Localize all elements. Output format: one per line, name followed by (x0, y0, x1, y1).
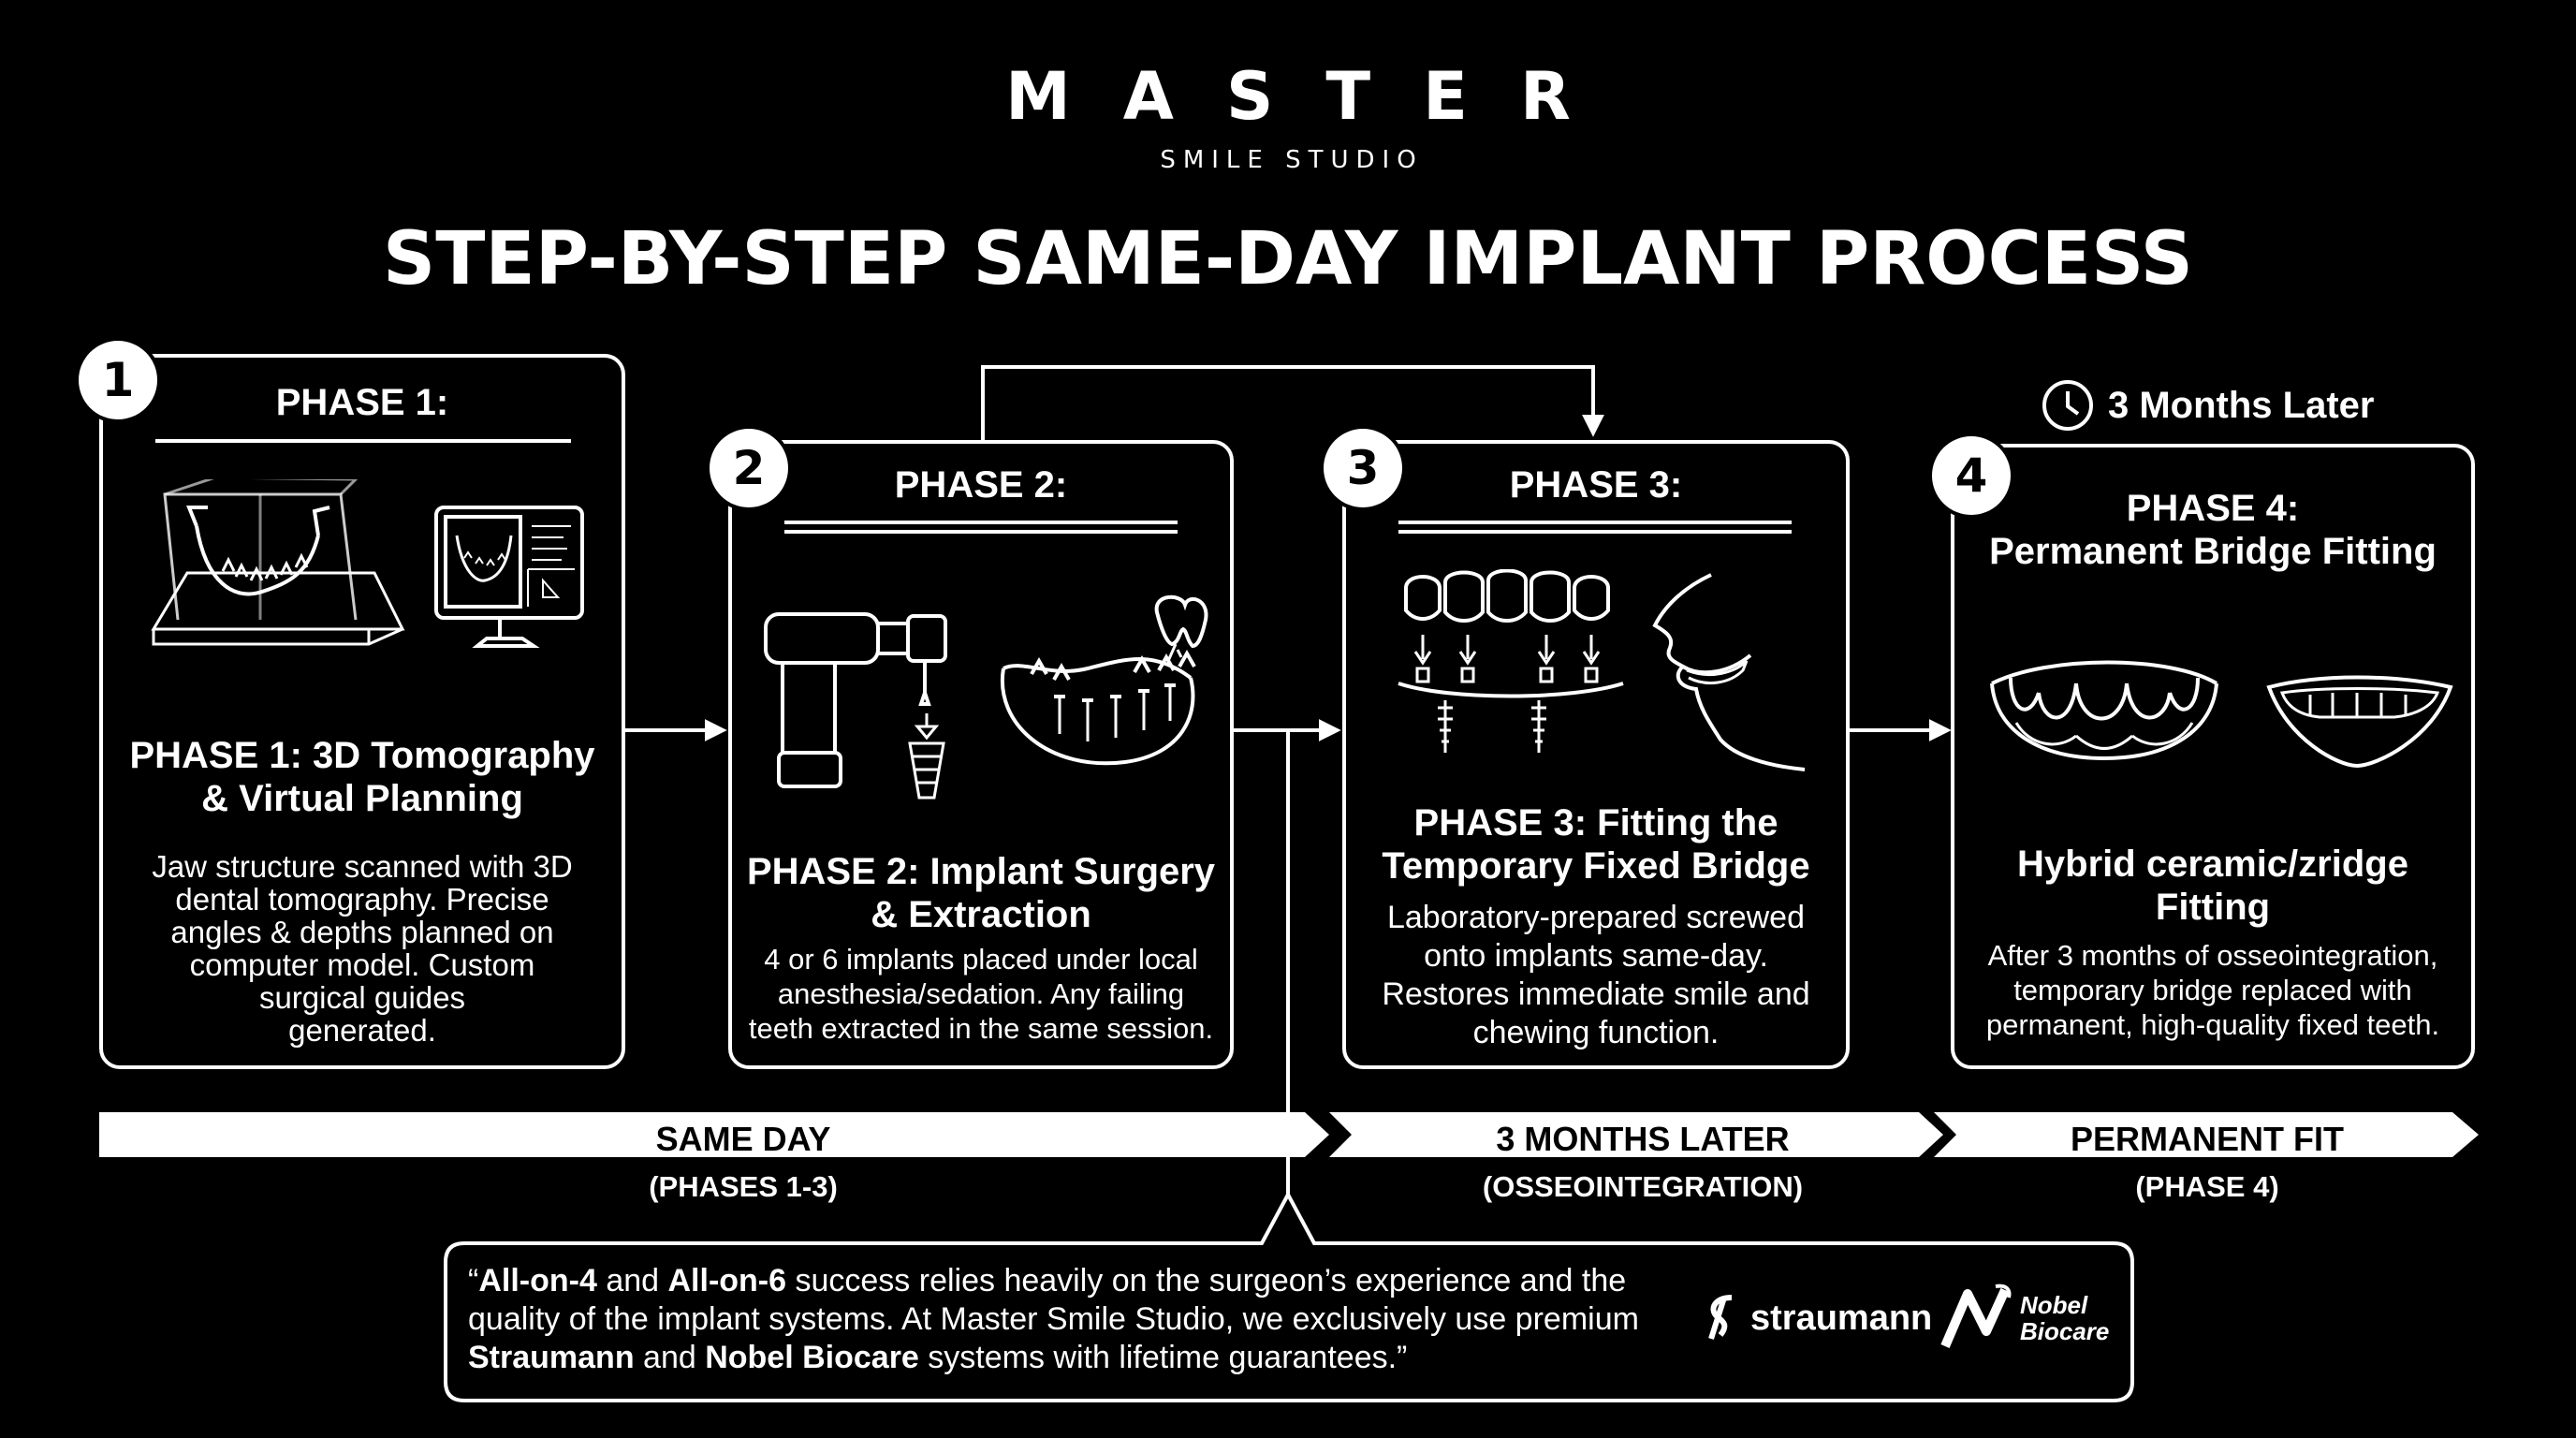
phase-4-card: PHASE 4: Permanent Bridge Fitting Hybrid… (1951, 444, 2475, 1069)
later-note: 3 Months Later (2041, 378, 2374, 433)
timeline-label-1: SAME DAY (655, 1120, 831, 1158)
straumann-mark-icon (1708, 1295, 1733, 1340)
timeline-sub-3: (PHASE 4) (2135, 1170, 2279, 1203)
phase-2-divider-2 (784, 530, 1178, 534)
quote-text: “All-on-4 and All-on-6 success relies he… (468, 1263, 1639, 1375)
phase-4-badge: 4 (1928, 433, 2014, 519)
brand-name: MASTER (1005, 58, 1623, 135)
page-title: STEP-BY-STEP SAME-DAY IMPLANT PROCESS (383, 217, 2193, 301)
bridge-icon (1398, 569, 1624, 753)
phase-3-description: Laboratory-prepared screwed onto implant… (1382, 900, 1810, 1050)
clock-icon (2042, 380, 2093, 431)
phase-1-card: PHASE 1: PHASE 1: 3D Tomography & (99, 354, 625, 1069)
phase-3-title: PHASE 3: Fitting the Temporary Fixed Bri… (1382, 802, 1810, 887)
arrow-2-3-bypass (981, 365, 1604, 440)
phase-2-label: PHASE 2: (894, 464, 1068, 506)
timeline-segment-1 (99, 1112, 1329, 1157)
phase-1-description: Jaw structure scanned with 3D dental tom… (152, 849, 573, 1048)
timeline-sub-1: (PHASES 1-3) (649, 1170, 838, 1203)
timeline-label-2: 3 MONTHS LATER (1496, 1120, 1790, 1158)
timeline-segment-3 (1934, 1112, 2479, 1157)
phase-2-description: 4 or 6 implants placed under local anest… (748, 943, 1214, 1045)
nobel-mark-icon (1940, 1284, 2012, 1348)
phase-2-title: PHASE 2: Implant Surgery & Extraction (746, 851, 1216, 935)
jaw-scan-icon (151, 479, 584, 648)
phase-2-card: PHASE 2: PHASE 2: Implant Surgery & Extr… (728, 440, 1234, 1069)
face-profile-icon (1652, 573, 1806, 771)
nobel-biocare-logo: Nobel Biocare (1939, 1281, 2109, 1356)
straumann-logo: straumann (1704, 1292, 1932, 1344)
denture-icon (1990, 660, 2453, 769)
phase-1-label: PHASE 1: (275, 382, 449, 423)
timeline-segment-2 (1329, 1112, 1943, 1157)
jaw-implant-icon (1000, 594, 1208, 766)
timeline-bar (99, 1112, 2479, 1157)
phase-3-card: PHASE 3: PHASE 3: Fitting the Temporary (1342, 440, 1850, 1069)
drill-icon (764, 612, 947, 800)
phase-1-divider (155, 439, 571, 443)
timeline-label-3: PERMANENT FIT (2071, 1120, 2344, 1158)
later-note-text: 3 Months Later (2108, 384, 2375, 426)
phase-3-divider (1398, 521, 1792, 524)
phase-3-divider-2 (1398, 530, 1792, 534)
phase-1-badge: 1 (75, 337, 161, 423)
phase-2-divider (784, 521, 1178, 524)
timeline-sub-2: (OSSEOINTEGRATION) (1482, 1170, 1804, 1203)
brand-tagline: SMILE STUDIO (1160, 146, 1424, 174)
phase-4-description: After 3 months of osseointegration, temp… (1985, 939, 2440, 1041)
phase-4-title: Hybrid ceramic/zridge Fitting (2017, 844, 2408, 928)
phase-3-label: PHASE 3: (1509, 464, 1683, 506)
phase-3-badge: 3 (1320, 425, 1406, 511)
phase-1-title: PHASE 1: 3D Tomography & Virtual Plannin… (129, 735, 595, 819)
phase-2-badge: 2 (706, 425, 792, 511)
phase-4-label: PHASE 4: Permanent Bridge Fitting (1989, 488, 2437, 572)
